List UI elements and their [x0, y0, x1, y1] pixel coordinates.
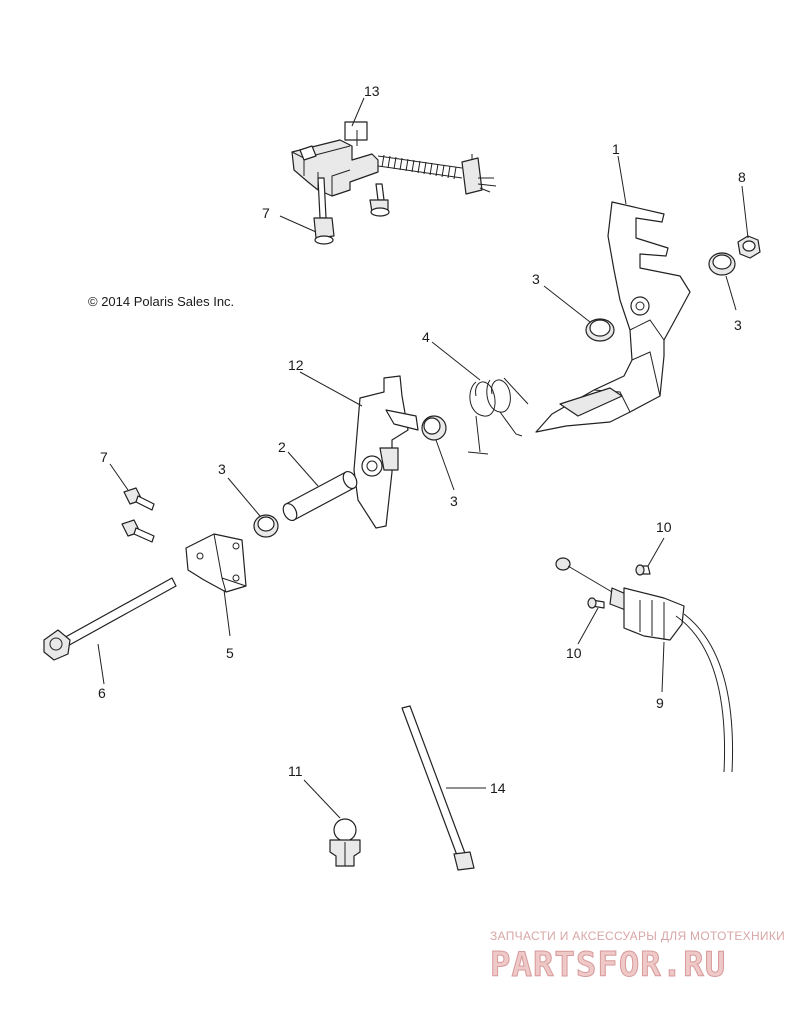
- callout-13: 13: [364, 83, 380, 99]
- part-13-switch-assembly: [291, 121, 497, 197]
- callout-6: 6: [98, 685, 106, 701]
- part-7-bolt-lower-a: [123, 487, 155, 511]
- callout-3-right: 3: [734, 317, 742, 333]
- watermark: ЗАПЧАСТИ И АКСЕССУАРЫ ДЛЯ МОТОТЕХНИКИ PA…: [490, 929, 785, 986]
- part-5-mount-plate: [185, 533, 247, 593]
- part-11-clip: [329, 818, 361, 867]
- part-8-nut: [737, 235, 761, 259]
- callout-8: 8: [738, 169, 746, 185]
- callout-labels: 13 7 1 8 3 3 4 12 3 2 3 7 5 6 10 10 9 11…: [98, 83, 746, 796]
- part-7-bolt-upper-b: [369, 183, 390, 217]
- callout-12: 12: [288, 357, 304, 373]
- callout-7-upper: 7: [262, 205, 270, 221]
- watermark-tagline: ЗАПЧАСТИ И АКСЕССУАРЫ ДЛЯ МОТОТЕХНИКИ: [490, 929, 785, 943]
- callout-11: 11: [288, 763, 303, 779]
- part-3-bushing-c: [421, 415, 447, 441]
- part-10-pin-b: [587, 597, 605, 609]
- part-10-pin-a: [635, 564, 651, 576]
- copyright-notice: © 2014 Polaris Sales Inc.: [88, 294, 234, 309]
- callout-1: 1: [612, 141, 620, 157]
- callout-3-left: 3: [218, 461, 226, 477]
- callout-10-upper: 10: [656, 519, 672, 535]
- part-6-long-bolt: [43, 577, 177, 661]
- part-3-bushing-d: [253, 514, 279, 538]
- callout-3-center: 3: [450, 493, 458, 509]
- callout-3-pedal: 3: [532, 271, 540, 287]
- part-3-bushing-b: [708, 252, 736, 276]
- callout-9: 9: [656, 695, 664, 711]
- callout-7-lower: 7: [100, 449, 108, 465]
- part-13-spring: [377, 154, 463, 180]
- part-9-cable: [555, 557, 734, 773]
- part-2-tube: [282, 470, 358, 522]
- watermark-brand: PARTSFOR.RU: [490, 945, 726, 985]
- part-7-bolt-upper-a: [313, 177, 335, 245]
- callout-2: 2: [278, 439, 286, 455]
- callout-10-lower: 10: [566, 645, 582, 661]
- part-14-cable-tie: [401, 705, 475, 871]
- leader-lines: [97, 97, 749, 819]
- callout-14: 14: [490, 780, 506, 796]
- part-4-torsion-spring: [467, 377, 529, 455]
- part-12-bracket: [353, 375, 419, 529]
- part-7-bolt-lower-b: [121, 519, 155, 543]
- callout-4: 4: [422, 329, 430, 345]
- callout-5: 5: [226, 645, 234, 661]
- part-3-bushing-a: [585, 318, 615, 342]
- part-1-pedal-arm: [535, 201, 691, 433]
